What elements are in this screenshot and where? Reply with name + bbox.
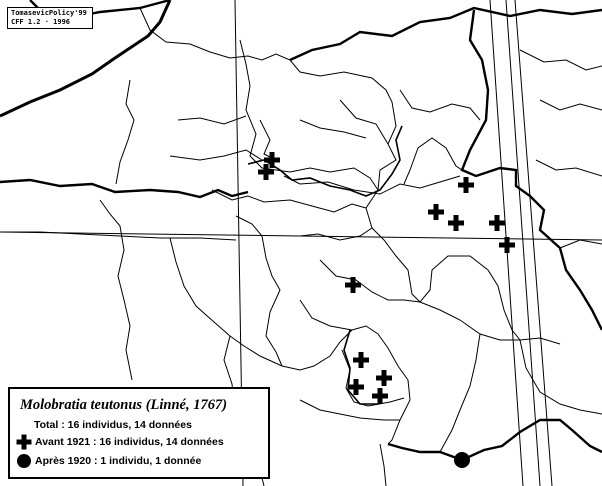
rivers — [247, 125, 403, 405]
dot-icon — [17, 454, 31, 468]
record-before-1921-marker — [353, 352, 369, 368]
record-before-1921-marker — [428, 204, 444, 220]
record-before-1921-marker — [348, 379, 364, 395]
legend-row-after-1920: Après 1920 : 1 individu, 1 donnée — [16, 453, 201, 469]
record-before-1921-marker — [489, 215, 505, 231]
record-before-1921-marker — [376, 370, 392, 386]
record-before-1921-marker — [458, 177, 474, 193]
cross-icon — [16, 434, 32, 450]
record-before-1921-marker — [345, 277, 361, 293]
legend-title: Molobratia teutonus (Linné, 1767) — [20, 397, 228, 413]
record-after-1920-marker — [454, 452, 470, 468]
occurrence-markers — [258, 152, 515, 468]
legend-row-before-1921: Avant 1921 : 16 individus, 14 données — [16, 434, 224, 450]
record-before-1921-marker — [372, 388, 388, 404]
record-before-1921-marker — [258, 164, 274, 180]
legend-total: Total : 16 individus, 14 données — [34, 419, 192, 431]
map-legend: Molobratia teutonus (Linné, 1767) Total … — [8, 387, 270, 479]
grid-line-vertical — [505, 0, 541, 486]
stamp-line-1: TomasevicPolicy'99 — [11, 9, 87, 17]
map-credit-stamp: TomasevicPolicy'99 CFF 1.2 · 1996 — [7, 7, 93, 29]
grid-line-vertical — [514, 0, 553, 486]
legend-before-label: Avant 1921 : 16 individus, 14 données — [35, 436, 224, 448]
record-before-1921-marker — [264, 152, 280, 168]
record-before-1921-marker — [499, 237, 515, 253]
legend-after-label: Après 1920 : 1 individu, 1 donnée — [35, 455, 202, 467]
coastline — [0, 0, 172, 118]
record-before-1921-marker — [448, 215, 464, 231]
stamp-line-2: CFF 1.2 · 1996 — [11, 18, 71, 26]
